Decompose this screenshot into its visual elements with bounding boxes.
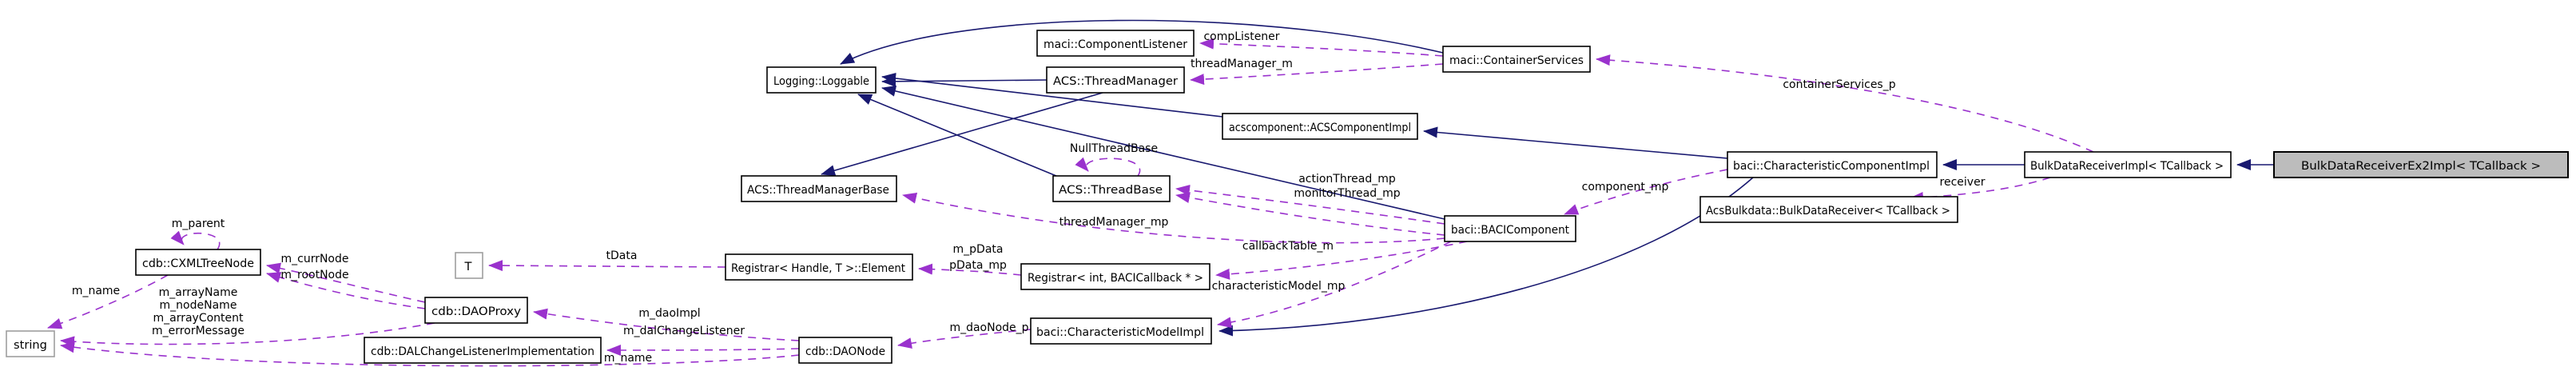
edge-label-pdata-mp: pData_mp xyxy=(949,259,1007,272)
node-baci-characteristiccomponentimpl[interactable]: baci::CharacteristicComponentImpl xyxy=(1727,151,1938,178)
node-bulkdatareceiverex2impl[interactable]: BulkDataReceiverEx2Impl< TCallback > xyxy=(2273,151,2569,178)
node-label: BulkDataReceiverEx2Impl< TCallback > xyxy=(2301,159,2541,173)
node-label: maci::ContainerServices xyxy=(1449,54,1584,67)
node-acs-threadmanager[interactable]: ACS::ThreadManager xyxy=(1046,66,1185,94)
node-string[interactable]: string xyxy=(6,330,55,357)
edge-usage-m-name-daonode-to-string xyxy=(60,341,800,367)
edge-usage-m-name-cxml-to-string xyxy=(47,274,169,329)
node-cdb-daonode[interactable]: cdb::DAONode xyxy=(798,337,892,364)
node-label: baci::BACIComponent xyxy=(1451,223,1569,237)
edge-usage-m-rootnode xyxy=(266,272,426,309)
edge-usage-actionthread-mp xyxy=(1175,185,1445,225)
node-label: ACS::ThreadBase xyxy=(1059,183,1163,197)
edge-label-m-errormessage: m_errorMessage xyxy=(152,325,244,337)
edge-label-tdata: tData xyxy=(606,249,638,262)
edge-usage-monitorthread-mp xyxy=(1175,192,1445,236)
edge-label-m-name-lower: m_name xyxy=(604,352,652,365)
edge-label-m-nodename: m_nodeName xyxy=(160,299,237,312)
edge-usage-containerservices-p xyxy=(1596,54,2094,153)
edge-label-m-arraycontent: m_arrayContent xyxy=(153,312,244,325)
edge-usage-m-daoimpl xyxy=(533,308,800,341)
node-cdb-daoproxy[interactable]: cdb::DAOProxy xyxy=(424,297,528,324)
edge-label-characteristicmodel-mp: characteristicModel_mp xyxy=(1212,280,1346,293)
node-label: cdb::DAONode xyxy=(805,345,885,358)
edge-label-receiver: receiver xyxy=(1940,176,1986,189)
node-registrar-handle-t-element[interactable]: Registrar< Handle, T >::Element xyxy=(725,253,913,281)
edge-inherit-threadmanager-to-threadmanagerbase xyxy=(821,92,1103,176)
edge-label-m-daoimpl: m_daoImpl xyxy=(638,307,700,320)
edge-usage-characteristicmodel-mp xyxy=(1217,241,1452,329)
edge-usage-callbacktable-m xyxy=(1215,241,1468,280)
node-baci-bacicomponent[interactable]: baci::BACIComponent xyxy=(1444,215,1576,242)
node-bulkdatareceiverimpl[interactable]: BulkDataReceiverImpl< TCallback > xyxy=(2024,151,2232,178)
edge-usage-receiver xyxy=(1909,177,2051,203)
node-cdb-dalchangelistenerimplementation[interactable]: cdb::DALChangeListenerImplementation xyxy=(364,337,602,364)
edge-label-m-parent: m_parent xyxy=(172,217,225,230)
edge-usage-tdata xyxy=(488,260,726,272)
node-logging-loggable[interactable]: Logging::Loggable xyxy=(766,66,877,94)
edge-usage-complistener xyxy=(1199,38,1444,57)
node-label: Registrar< int, BACICallback * > xyxy=(1028,271,1203,285)
edge-label-threadmanager-mp: threadManager_mp xyxy=(1059,216,1169,229)
edge-label-actionthread-mp: actionThread_mp xyxy=(1298,173,1396,186)
edge-usage-component-mp xyxy=(1564,169,1728,215)
edge-inherit-charcomponentimpl-to-acscomponentimpl xyxy=(1423,126,1728,159)
edge-usage-m-daonode-p xyxy=(897,329,1032,349)
edge-usage-threadmanager-m xyxy=(1190,63,1444,86)
edge-label-complistener: compListener xyxy=(1203,30,1279,43)
edge-label-nullthreadbase: NullThreadBase xyxy=(1070,142,1158,155)
node-label: Registrar< Handle, T >::Element xyxy=(731,261,905,275)
edge-usage-m-dalchangelistener xyxy=(606,344,800,356)
node-maci-componentlistener[interactable]: maci::ComponentListener xyxy=(1036,30,1195,57)
node-acs-threadmanagerbase[interactable]: ACS::ThreadManagerBase xyxy=(741,175,897,202)
node-label: string xyxy=(14,338,47,352)
node-label: cdb::CXMLTreeNode xyxy=(142,257,254,270)
edge-usage-threadmanager-mp xyxy=(902,192,1445,244)
edge-label-m-name-upper: m_name xyxy=(72,285,120,297)
node-label: ACS::ThreadManagerBase xyxy=(747,183,889,197)
node-label: baci::CharacteristicComponentImpl xyxy=(1733,159,1930,173)
node-baci-characteristicmodelimpl[interactable]: baci::CharacteristicModelImpl xyxy=(1030,317,1212,345)
edge-usage-nullthreadbase-selfloop xyxy=(1075,157,1141,177)
edge-label-m-rootnode: m_rootNode xyxy=(280,269,348,281)
node-label: BulkDataReceiverImpl< TCallback > xyxy=(2030,159,2224,173)
node-acs-threadbase[interactable]: ACS::ThreadBase xyxy=(1052,175,1171,202)
edge-label-callbacktable-m: callbackTable_m xyxy=(1242,240,1334,253)
edge-inherit-bacicomponent-to-loggable xyxy=(881,86,1445,220)
node-acsbulkdata-bulkdatareceiver[interactable]: AcsBulkdata::BulkDataReceiver< TCallback… xyxy=(1699,196,1958,223)
node-label: cdb::DALChangeListenerImplementation xyxy=(371,345,594,358)
edge-label-m-arrayname: m_arrayName xyxy=(159,286,238,299)
edge-label-component-mp: component_mp xyxy=(1582,181,1669,193)
edge-inherit-acscomponentimpl-to-loggable xyxy=(881,73,1223,118)
node-t[interactable]: T xyxy=(455,252,483,279)
node-label: baci::CharacteristicModelImpl xyxy=(1036,325,1204,339)
node-cdb-cxmltreenode[interactable]: cdb::CXMLTreeNode xyxy=(135,249,261,276)
node-label: T xyxy=(464,260,472,273)
node-label: cdb::DAOProxy xyxy=(431,305,521,318)
node-label: ACS::ThreadManager xyxy=(1053,74,1178,88)
node-label: Logging::Loggable xyxy=(773,74,869,88)
edge-inherit-containerservices-to-loggable xyxy=(840,19,1444,65)
edge-label-m-currnode: m_currNode xyxy=(280,253,348,265)
edge-label-monitorthread-mp: monitorThread_mp xyxy=(1294,187,1400,200)
edge-usage-m-currnode xyxy=(266,262,426,303)
node-maci-containerservices[interactable]: maci::ContainerServices xyxy=(1442,46,1591,73)
edge-inherit-threadmanager-to-loggable xyxy=(881,75,1047,87)
edge-label-m-dalchangelistener: m_dalChangeListener xyxy=(623,325,745,337)
edge-usage-m-pdata xyxy=(918,263,1022,276)
node-label: AcsBulkdata::BulkDataReceiver< TCallback… xyxy=(1706,204,1950,217)
edge-inherit-charcomponentimpl-to-charmodelimpl xyxy=(1218,177,1754,337)
edge-label-m-pdata: m_pData xyxy=(953,243,1004,256)
node-registrar-int-bacicallback[interactable]: Registrar< int, BACICallback * > xyxy=(1020,263,1210,290)
node-acscomponent-acscomponentimpl[interactable]: acscomponent::ACSComponentImpl xyxy=(1222,113,1418,140)
edge-label-threadmanager-m: threadManager_m xyxy=(1191,58,1293,70)
node-label: maci::ComponentListener xyxy=(1044,38,1187,51)
edge-label-m-daonode-p: m_daoNode_p xyxy=(949,321,1028,334)
edge-usage-m-parent-selfloop xyxy=(170,230,221,250)
edge-usage-m-arrayname-group xyxy=(60,322,435,348)
edge-label-containerservices-p: containerServices_p xyxy=(1783,78,1895,91)
node-label: acscomponent::ACSComponentImpl xyxy=(1229,121,1411,134)
